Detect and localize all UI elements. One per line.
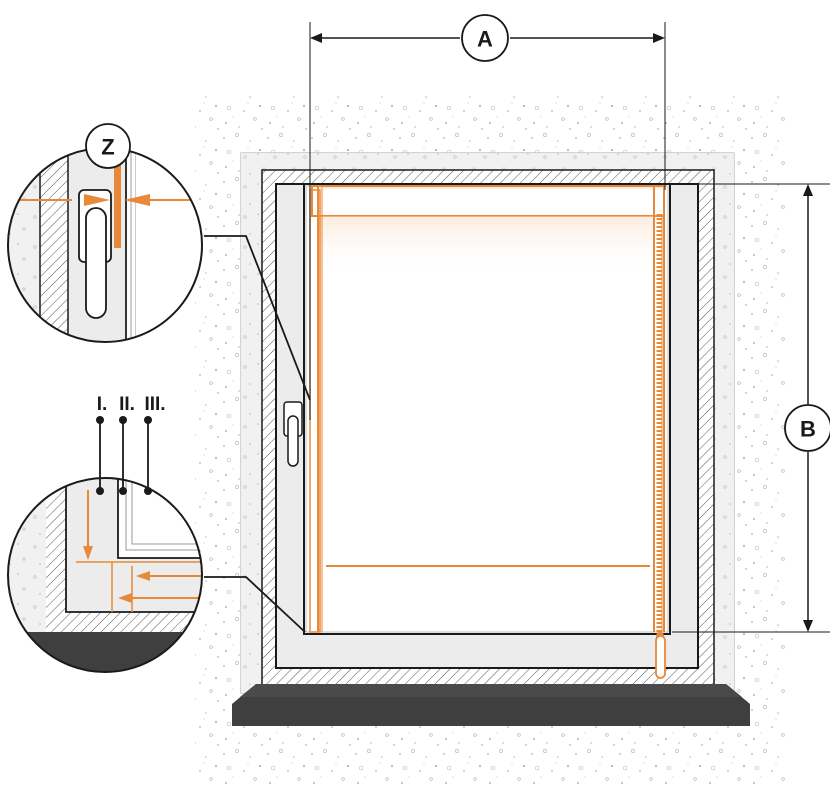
dimension-a-marker: [461, 14, 509, 62]
position-label-2: II.: [119, 394, 135, 415]
dimension-b-marker: [784, 404, 830, 452]
window-handle: [283, 401, 303, 467]
position-label-3: III.: [144, 394, 165, 415]
chain-cord: [655, 214, 666, 679]
dimension-b-label: B: [800, 417, 816, 442]
detail-positions: [7, 477, 203, 673]
dimension-a-label: A: [477, 27, 493, 52]
dimension-a: A: [309, 14, 666, 420]
window-sill: [232, 684, 750, 726]
position-pointers: [96, 416, 152, 495]
dimension-b: B: [672, 183, 830, 633]
position-label-1: I.: [97, 394, 108, 415]
detail-z: Z: [7, 123, 203, 343]
detail-z-label: Z: [101, 135, 114, 160]
detail-z-marker: [85, 123, 131, 169]
roller-blind: [309, 185, 665, 633]
leader-lines: [204, 235, 311, 633]
